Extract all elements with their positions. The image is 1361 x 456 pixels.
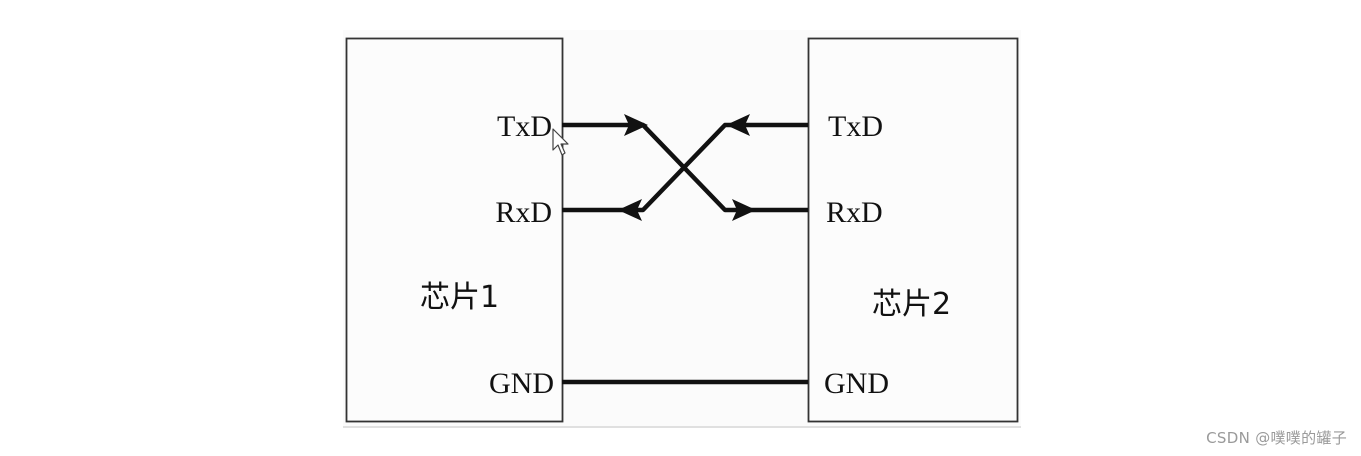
watermark-text: CSDN @噗噗的罐子 [1206,429,1347,447]
chip-1-box [345,37,564,423]
chip-2-txd-label: TxD [828,110,883,143]
arrow-right-bottom-icon [732,199,756,221]
arrow-left-top-icon [726,114,750,136]
mouse-cursor-icon [552,128,569,156]
chip-2-rxd-label: RxD [826,196,883,229]
chip-1-gnd-label: GND [489,367,554,400]
chip-1-name: 芯片1 [420,280,499,315]
chip-2-box [807,37,1019,423]
arrow-left-bottom-icon [618,199,642,221]
chip-2-gnd-label: GND [824,367,889,400]
chip-2-name: 芯片2 [872,287,951,322]
wire-tx2-to-rx1 [562,122,808,213]
arrow-right-top-icon [624,114,648,136]
chip-1-rxd-label: RxD [495,196,552,229]
chip-1-txd-label: TxD [497,110,552,143]
